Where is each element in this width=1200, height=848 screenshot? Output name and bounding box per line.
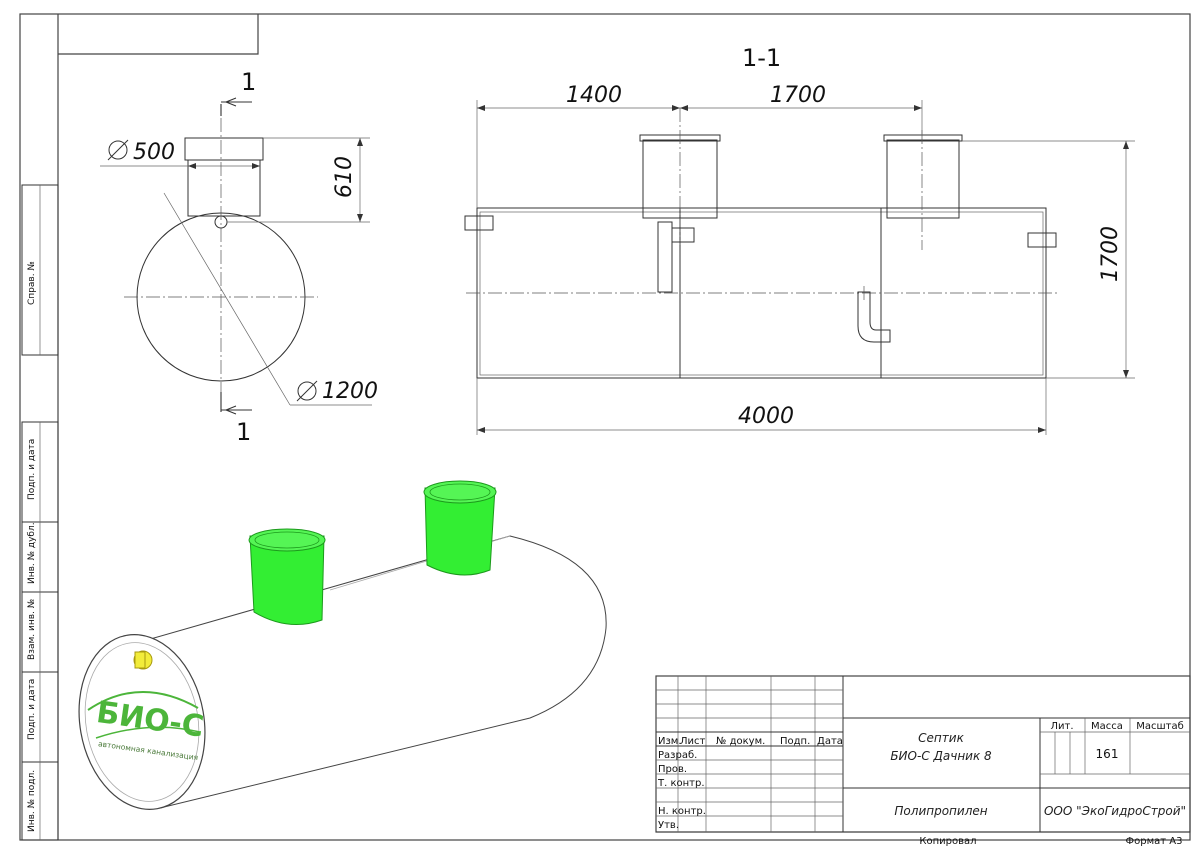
dim-len-right: 1700 — [770, 83, 826, 108]
side-label-podp-data-top: Подп. и дата — [27, 439, 37, 500]
tb-format: Формат А3 — [1126, 836, 1183, 847]
cut-mark-bottom: 1 — [236, 418, 251, 446]
outlet-stub — [1027, 232, 1057, 248]
tee-pipe — [657, 221, 673, 293]
end-view — [100, 97, 372, 415]
tb-role-t-kontr: Т. контр. — [657, 778, 705, 789]
tb-material: Полипропилен — [894, 804, 987, 818]
inspection-neck — [187, 159, 261, 217]
dim-body-diameter: 1200 — [322, 379, 378, 404]
dim-len-left: 1400 — [566, 83, 622, 108]
green-neck-left — [249, 535, 325, 625]
neck-lid — [184, 137, 264, 161]
tb-title-line1: Септик — [918, 731, 964, 745]
dim-total-length: 4000 — [738, 404, 794, 429]
section-view — [464, 100, 1135, 435]
tb-role-utv: Утв. — [658, 820, 679, 831]
side-label-podp-data-bottom: Подп. и дата — [27, 679, 37, 740]
dim-neck-height: 610 — [332, 156, 357, 198]
tb-mass-value: 161 — [1096, 747, 1119, 761]
tb-kopiroval: Копировал — [919, 836, 976, 847]
tb-header-izm: Изм. — [658, 736, 682, 747]
inlet-stub — [464, 215, 494, 231]
section-neck-right — [886, 139, 960, 219]
side-label-sprav: Справ. № — [27, 261, 37, 305]
tb-lit: Лит. — [1050, 721, 1073, 732]
isometric-view — [78, 480, 607, 810]
sheet-frame — [19, 13, 1191, 841]
tb-massa: Масса — [1091, 721, 1123, 732]
tb-masshtab: Масштаб — [1136, 721, 1184, 732]
dim-pipe-diameter: 500 — [133, 140, 175, 165]
tb-header-list: Лист — [680, 736, 706, 747]
tb-company: ООО "ЭкоГидроСтрой" — [1044, 804, 1186, 818]
dim-height: 1700 — [1098, 226, 1123, 282]
tb-header-podp: Подп. — [780, 736, 810, 747]
tb-role-n-kontr: Н. контр. — [658, 806, 706, 817]
tb-role-prov: Пров. — [658, 764, 687, 775]
tb-role-razrab: Разраб. — [658, 750, 697, 761]
tb-title-line2: БИО-С Дачник 8 — [890, 749, 992, 763]
title-block — [655, 675, 1191, 833]
tb-header-data: Дата — [817, 736, 843, 747]
cut-mark-top: 1 — [241, 68, 256, 96]
side-label-inv-podl: Инв. № подл. — [27, 770, 37, 832]
section-label: 1-1 — [742, 44, 781, 72]
green-neck-right — [424, 487, 496, 576]
tb-header-doc: № докум. — [716, 736, 765, 747]
tank-end-cap — [78, 634, 206, 810]
elbow-pipe — [857, 291, 891, 343]
side-label-vzam-inv: Взам. инв. № — [27, 599, 37, 660]
side-label-inv-dubl: Инв. № дубл. — [27, 522, 37, 584]
